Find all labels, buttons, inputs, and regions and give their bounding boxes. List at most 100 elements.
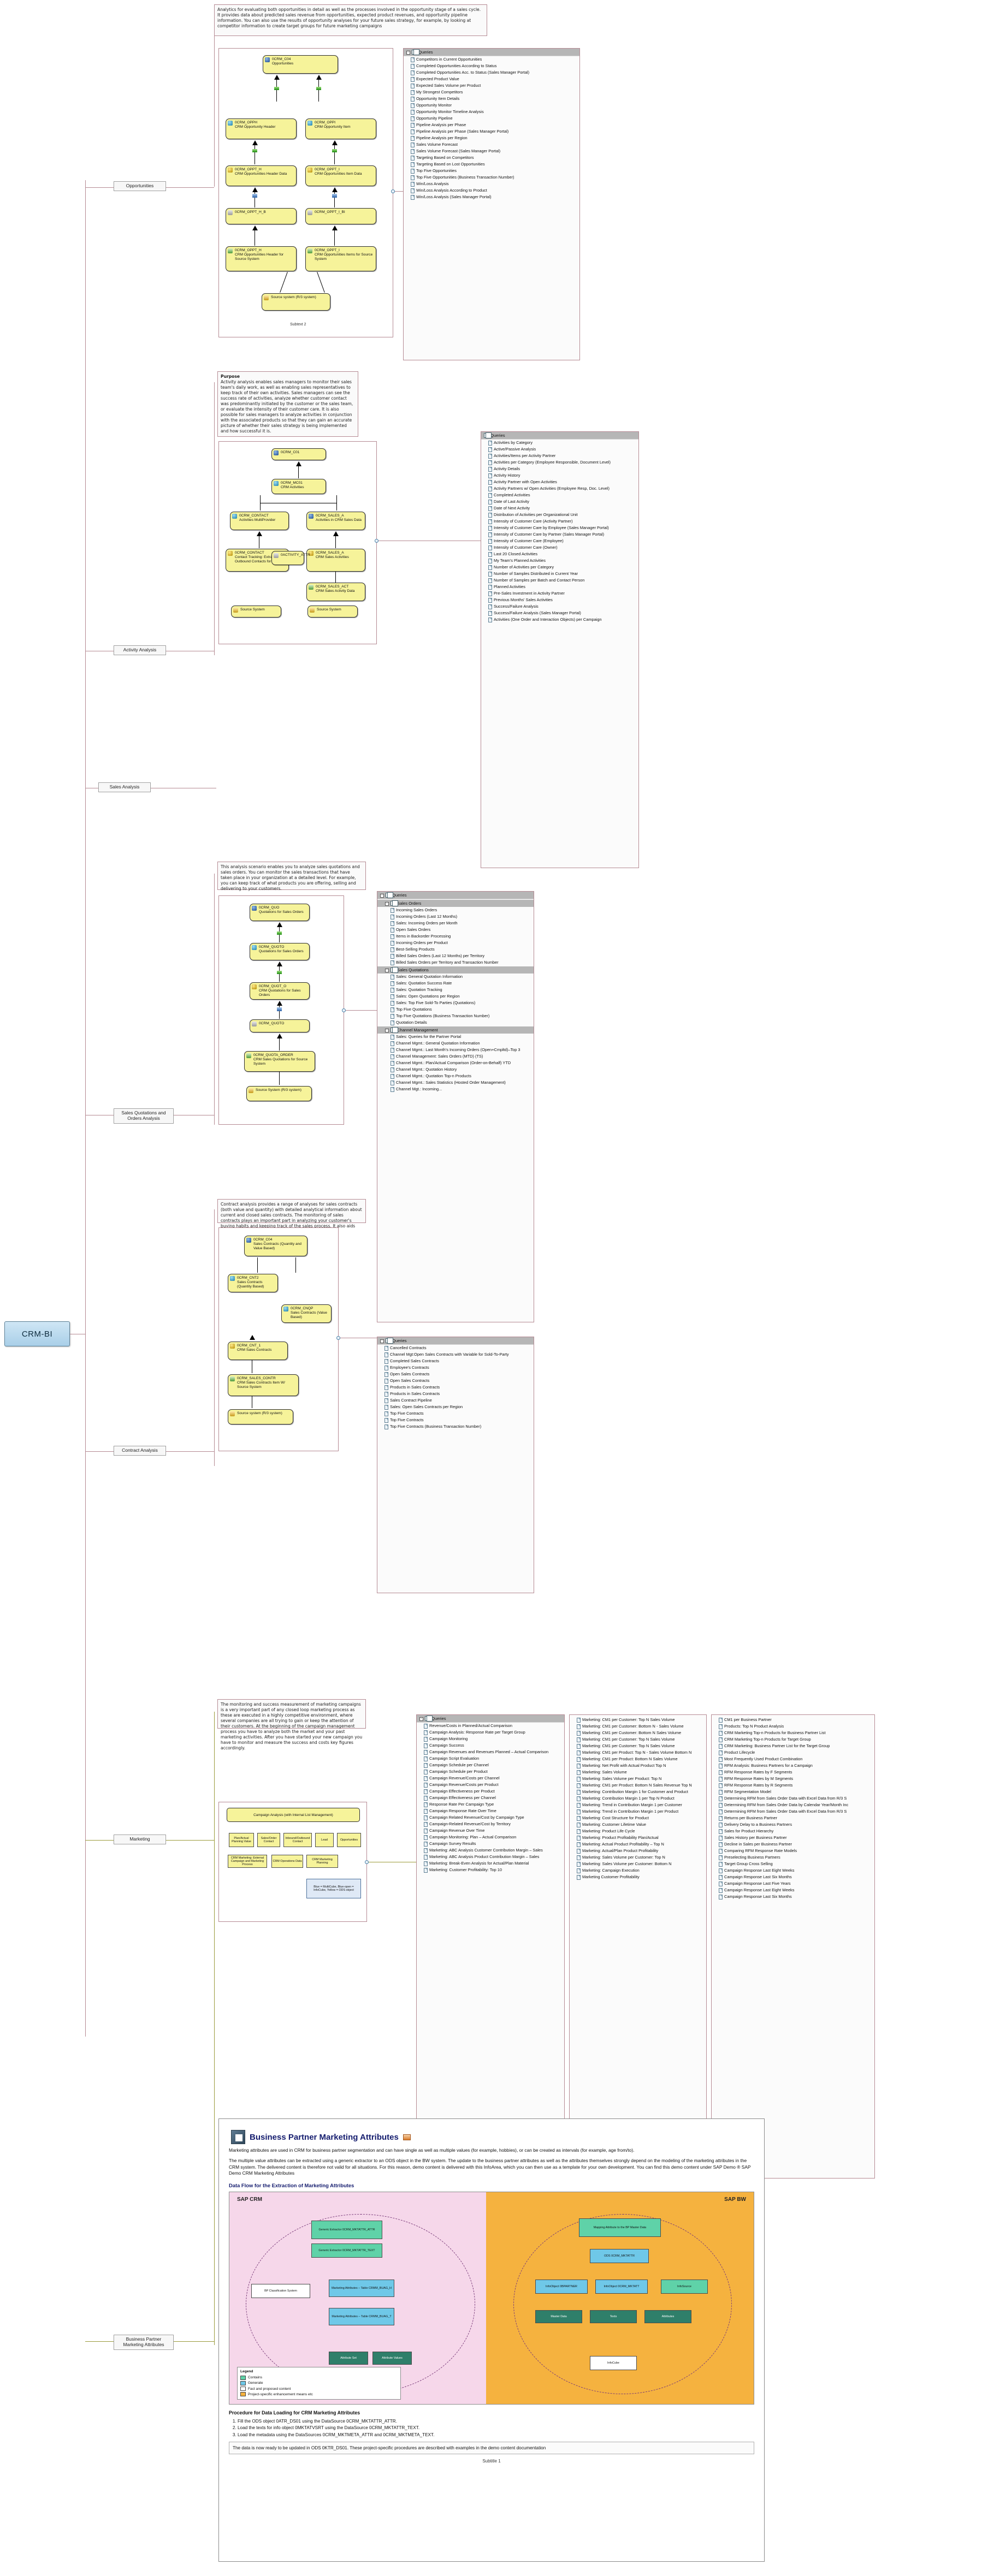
- query-item[interactable]: Channel Mgmt.: Sales Statistics (Hosted …: [377, 1079, 534, 1086]
- ip-source-system-sales[interactable]: Source System (R/3 system): [246, 1086, 312, 1101]
- query-item[interactable]: Channel Mgmt.: General Quotation Informa…: [377, 1040, 534, 1047]
- query-item[interactable]: Targeting Based on Competitors: [404, 155, 579, 161]
- query-item[interactable]: Items in Backorder Processing: [377, 933, 534, 940]
- query-item[interactable]: Campaign Monitoring: Plan – Actual Compa…: [417, 1834, 564, 1841]
- query-item[interactable]: Campaign Response Last Eight Weeks: [712, 1867, 874, 1874]
- query-item[interactable]: CRM Marketing: Business Partner List for…: [712, 1743, 874, 1749]
- ip-mkt-2[interactable]: Sales/Order Contact: [257, 1833, 280, 1847]
- branch-label-sales-quot-orders[interactable]: Sales Quotations and Orders Analysis: [114, 1108, 174, 1124]
- flow-box-r6[interactable]: Master Data: [535, 2310, 582, 2324]
- query-item[interactable]: Activity History: [481, 472, 638, 479]
- ip-mkt-1[interactable]: Plan/Actual Planning Value: [229, 1833, 254, 1847]
- query-item[interactable]: Returns per Business Partner: [712, 1815, 874, 1821]
- query-item[interactable]: Marketing: ABC Analysis Customer Contrib…: [417, 1847, 564, 1854]
- query-item[interactable]: Campaign Monitoring: [417, 1736, 564, 1742]
- query-item[interactable]: Marketing: CM1 per Product: Bottom N Sal…: [570, 1756, 706, 1762]
- ip-0crm-opph[interactable]: 0CRM_OPPH CRM Opportunity Header: [226, 118, 297, 139]
- query-item[interactable]: Top Five Contracts: [377, 1410, 534, 1417]
- root-node[interactable]: CRM-BI: [4, 1321, 70, 1346]
- ip-0crm-oppt-i-bi[interactable]: 0CRM_OPPT_I_BI: [305, 208, 376, 224]
- branch-label-activity-analysis[interactable]: Activity Analysis: [114, 645, 166, 655]
- collapse-icon[interactable]: -: [406, 50, 410, 55]
- query-item[interactable]: Cancelled Contracts: [377, 1345, 534, 1351]
- queries-header-marketing[interactable]: - Queries: [417, 1715, 564, 1723]
- query-item[interactable]: Date of Last Activity: [481, 498, 638, 505]
- queries-group-header[interactable]: -Sales Orders: [377, 900, 534, 907]
- query-item[interactable]: Opportunity Pipeline: [404, 115, 579, 122]
- ip-campaign-analysis-title[interactable]: Campaign Analysis (with Internal List Ma…: [227, 1808, 360, 1822]
- query-item[interactable]: Number of Samples per Batch and Contact …: [481, 577, 638, 584]
- query-item[interactable]: Open Sales Contracts: [377, 1378, 534, 1384]
- query-item[interactable]: Channel Mgmt.: Quotation History: [377, 1066, 534, 1073]
- query-item[interactable]: Sales: Queries for the Partner Portal: [377, 1034, 534, 1040]
- query-item[interactable]: Sales: Top Five Sold-To Parties (Quotati…: [377, 1000, 534, 1006]
- query-item[interactable]: Open Sales Contracts: [377, 1371, 534, 1378]
- query-item[interactable]: Response Rate Per Campaign Type: [417, 1801, 564, 1808]
- ip-0crm-oppt-i[interactable]: 0CRM_OPPT_I CRM Opportunities Item Data: [305, 165, 376, 186]
- query-item[interactable]: Sales: Open Sales Contracts per Region: [377, 1404, 534, 1410]
- query-item[interactable]: Sales Contract Pipeline: [377, 1397, 534, 1404]
- query-item[interactable]: Marketing: Sales Volume per Product: Top…: [570, 1776, 706, 1782]
- query-item[interactable]: Pipeline Analysis per Phase (Sales Manag…: [404, 128, 579, 135]
- query-item[interactable]: My Strongest Competitors: [404, 89, 579, 96]
- query-item[interactable]: Planned Activities: [481, 584, 638, 590]
- branch-label-bpma[interactable]: Business Partner Marketing Attributes: [114, 2335, 174, 2350]
- query-item[interactable]: Last 20 Closed Activities: [481, 551, 638, 557]
- query-item[interactable]: Marketing: Sales Volume: [570, 1769, 706, 1776]
- query-item[interactable]: Previous Months' Sales Activities: [481, 597, 638, 603]
- query-item[interactable]: Campaign Response Last Eight Weeks: [712, 1887, 874, 1894]
- query-item[interactable]: Marketing: Actual/Plan Product Profitabi…: [570, 1848, 706, 1854]
- query-item[interactable]: Determining RFM from Sales Order Data wi…: [712, 1795, 874, 1802]
- query-item[interactable]: Success/Failure Analysis: [481, 603, 638, 610]
- branch-label-marketing[interactable]: Marketing: [114, 1835, 166, 1844]
- query-item[interactable]: Marketing: Break-Even Analysis for Actua…: [417, 1860, 564, 1867]
- query-item[interactable]: RFM Response Rates by R Segments: [712, 1782, 874, 1789]
- collapse-icon[interactable]: -: [385, 968, 389, 972]
- query-item[interactable]: Decline in Sales per Business Partner: [712, 1841, 874, 1848]
- ip-0crm-sales-act-src[interactable]: 0CRM_SALES_ACT CRM Sales Activity Data: [306, 583, 365, 601]
- query-item[interactable]: Targeting Based on Lost Opportunities: [404, 161, 579, 168]
- query-item[interactable]: Intensity of Customer Care (Employee): [481, 538, 638, 544]
- query-item[interactable]: Campaign Response Last Five Years: [712, 1880, 874, 1887]
- ip-0crm-cnt-1[interactable]: 0CRM_CNT_1 CRM Sales Contracts: [228, 1342, 288, 1360]
- query-item[interactable]: Campaign Effectiveness per Product: [417, 1788, 564, 1795]
- query-item[interactable]: Revenue/Costs in Planned/Actual Comparis…: [417, 1723, 564, 1729]
- query-item[interactable]: Intensity of Customer Care by Employee (…: [481, 525, 638, 531]
- query-item[interactable]: Marketing: Sales Volume per Customer: Bo…: [570, 1861, 706, 1867]
- query-item[interactable]: Sales: Quotation Success Rate: [377, 980, 534, 987]
- query-item[interactable]: Win/Loss Analysis: [404, 181, 579, 187]
- ip-0crm-c04[interactable]: 0CRM_C04 Opportunities: [263, 55, 338, 74]
- query-item[interactable]: Campaign Analysis: Response Rate per Tar…: [417, 1729, 564, 1736]
- collapse-icon[interactable]: -: [385, 1028, 389, 1032]
- query-item[interactable]: Marketing: CM1 per Customer: Top N Sales…: [570, 1736, 706, 1743]
- query-item[interactable]: Activity Details: [481, 466, 638, 472]
- query-item[interactable]: Top Five Contracts: [377, 1417, 534, 1423]
- ip-0crm-oppt-h-b[interactable]: 0CRM_OPPT_H_B: [226, 208, 297, 224]
- query-item[interactable]: Campaign Related Revenue/Cost by Campaig…: [417, 1814, 564, 1821]
- ip-0crm-sales-contr[interactable]: 0CRM_SALES_CONTR CRM Sales Contracts Ite…: [228, 1374, 299, 1396]
- query-item[interactable]: Marketing: Product Life Cycle: [570, 1828, 706, 1835]
- query-item[interactable]: Marketing: Sales Volume per Customer: To…: [570, 1854, 706, 1861]
- query-item[interactable]: Comparing RFM Response Rate Models: [712, 1848, 874, 1854]
- query-item[interactable]: RFM Analysis: Business Partners for a Ca…: [712, 1762, 874, 1769]
- query-item[interactable]: Activity Partners w/ Open Activities (Em…: [481, 485, 638, 492]
- query-item[interactable]: Date of Next Activity: [481, 505, 638, 512]
- query-item[interactable]: Billed Sales Orders per Territory and Tr…: [377, 959, 534, 966]
- query-item[interactable]: My Team's Planned Activities: [481, 557, 638, 564]
- query-item[interactable]: Channel Mgmt.: Plan/Actual Comparison (O…: [377, 1060, 534, 1066]
- ip-mkt-7[interactable]: CRM Marketing: External Campaign and Mar…: [228, 1855, 267, 1868]
- query-item[interactable]: Completed Opportunities Acc. to Status (…: [404, 69, 579, 76]
- collapse-icon[interactable]: -: [419, 1717, 423, 1721]
- ip-source-system-a[interactable]: Source System: [231, 606, 281, 618]
- ip-0activity-attr[interactable]: 0ACTIVITY_ATTR: [271, 551, 310, 565]
- query-item[interactable]: Competitors in Current Opportunities: [404, 56, 579, 63]
- query-item[interactable]: Opportunity Item Details: [404, 96, 579, 102]
- query-item[interactable]: Incoming Orders per Product: [377, 940, 534, 946]
- query-item[interactable]: CM1 per Business Partner: [712, 1717, 874, 1723]
- query-item[interactable]: Completed Activities: [481, 492, 638, 498]
- ip-0crm-oppt-h[interactable]: 0CRM_OPPT_H CRM Opportunities Header Dat…: [226, 165, 297, 186]
- ip-0crm-oppt-i-src[interactable]: 0CRM_OPPT_I CRM Opportunities Items for …: [305, 246, 376, 271]
- ip-source-system[interactable]: Source system (R/3 system): [262, 293, 330, 311]
- flow-box-r9[interactable]: InfoCube: [590, 2356, 637, 2371]
